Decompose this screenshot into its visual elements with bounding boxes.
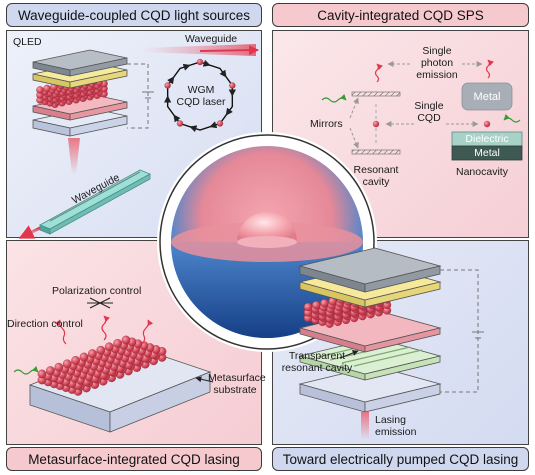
label-resonant-cavity: Resonant cavity [346,164,406,188]
label-single-cqd: Single CQD [408,100,450,124]
label-single-cqd-2: CQD [408,112,450,124]
wgm-cqd-dot [177,121,183,127]
label-transparent-cavity: Transparent resonant cavity [277,350,357,374]
label-lasing-emission: Lasing emission [375,414,416,438]
label-mirrors: Mirrors [310,118,343,130]
cqd-dot [36,86,43,93]
cqd-dot [122,336,130,344]
cqd-dot [97,346,105,354]
wgm-cqd-dot [197,59,203,65]
cqd-dot [55,363,63,371]
wgm-arrow [210,125,214,126]
label-transparent-2: resonant cavity [277,362,357,374]
bottom-waveguide [20,170,150,238]
cqd-dot [320,299,328,307]
label-polarization-control: Polarization control [52,285,141,297]
label-lasing-1: Lasing [375,414,416,426]
label-metasurface-substrate: Metasurface substrate [208,372,262,396]
label-single-photon-2: photon [406,57,468,69]
label-metasurface-1: Metasurface [208,372,262,384]
polarization-symbol [87,298,113,308]
label-resonant-1: Resonant [346,164,406,176]
label-metal-bottom: Metal [452,147,522,159]
cqd-dot [113,339,121,347]
label-resonant-2: cavity [346,176,406,188]
label-transparent-1: Transparent [277,350,357,362]
cqd-dot [43,85,50,92]
excitation-wave-bl [14,370,38,374]
cqd-dot [304,303,312,311]
qled-emission-beam [68,138,80,175]
label-wgm-laser: WGM CQD laser [171,84,231,108]
label-cqd-laser: CQD laser [171,96,231,108]
label-dielectric: Dielectric [452,133,522,145]
cqd-dot [105,343,113,351]
resonant-cavity-mirrors [352,92,400,154]
qled-stack [33,50,127,136]
qled-electrodes [127,64,154,128]
wgm-arrow [186,65,190,66]
cqd-dot [80,353,88,361]
label-metasurface-2: substrate [208,384,262,396]
label-single-cqd-1: Single [408,100,450,112]
cqd-dot [312,301,320,309]
label-qled: QLED [13,36,42,48]
cqd-dot [71,356,79,364]
lasing-emission-beam [361,412,369,440]
label-wgm: WGM [171,84,231,96]
label-single-photon-1: Single [406,45,468,57]
label-waveguide-top: Waveguide [185,33,237,45]
label-lasing-2: emission [375,426,416,438]
electrical-contacts [440,270,484,392]
wgm-cqd-dot [165,82,171,88]
cqd-dot [88,349,96,357]
cqd-dot [38,370,46,378]
wgm-cqd-dot [217,121,223,127]
label-nanocavity: Nanocavity [456,166,508,178]
label-metal-top: Metal [462,91,512,103]
wgm-arrow [190,127,194,128]
wgm-arrow [206,64,210,65]
label-single-photon-3: emission [406,69,468,81]
top-waveguide [142,44,258,56]
cqd-dot [63,360,71,368]
cqd-dot [46,366,54,374]
label-single-photon-emission: Single photon emission [406,45,468,81]
label-direction-control: Direction control [7,318,83,330]
